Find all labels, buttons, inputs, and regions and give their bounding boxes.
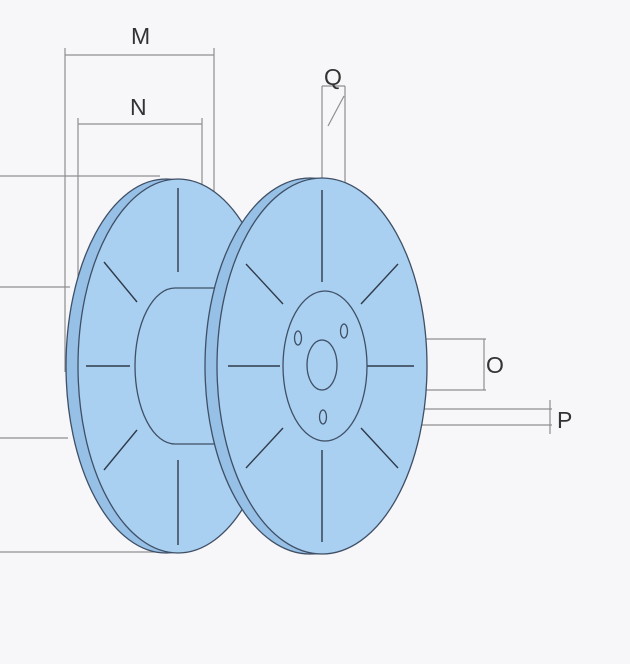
label-o: O [486,352,504,378]
front-flange [204,177,428,555]
drive-hole [339,323,349,339]
front-spoke [245,263,284,305]
label-q: Q [324,64,342,90]
dim-q-leader [327,95,345,127]
front-spoke [360,263,399,305]
drive-hole [318,409,328,425]
label-m: M [131,23,150,49]
back-spoke [103,261,138,303]
front-spoke [245,427,284,469]
front-spoke [360,427,399,469]
arbor-hole [306,339,338,391]
back-spoke [103,429,138,471]
drive-hole [293,330,303,346]
label-n: N [130,94,147,120]
label-p: P [557,407,572,433]
